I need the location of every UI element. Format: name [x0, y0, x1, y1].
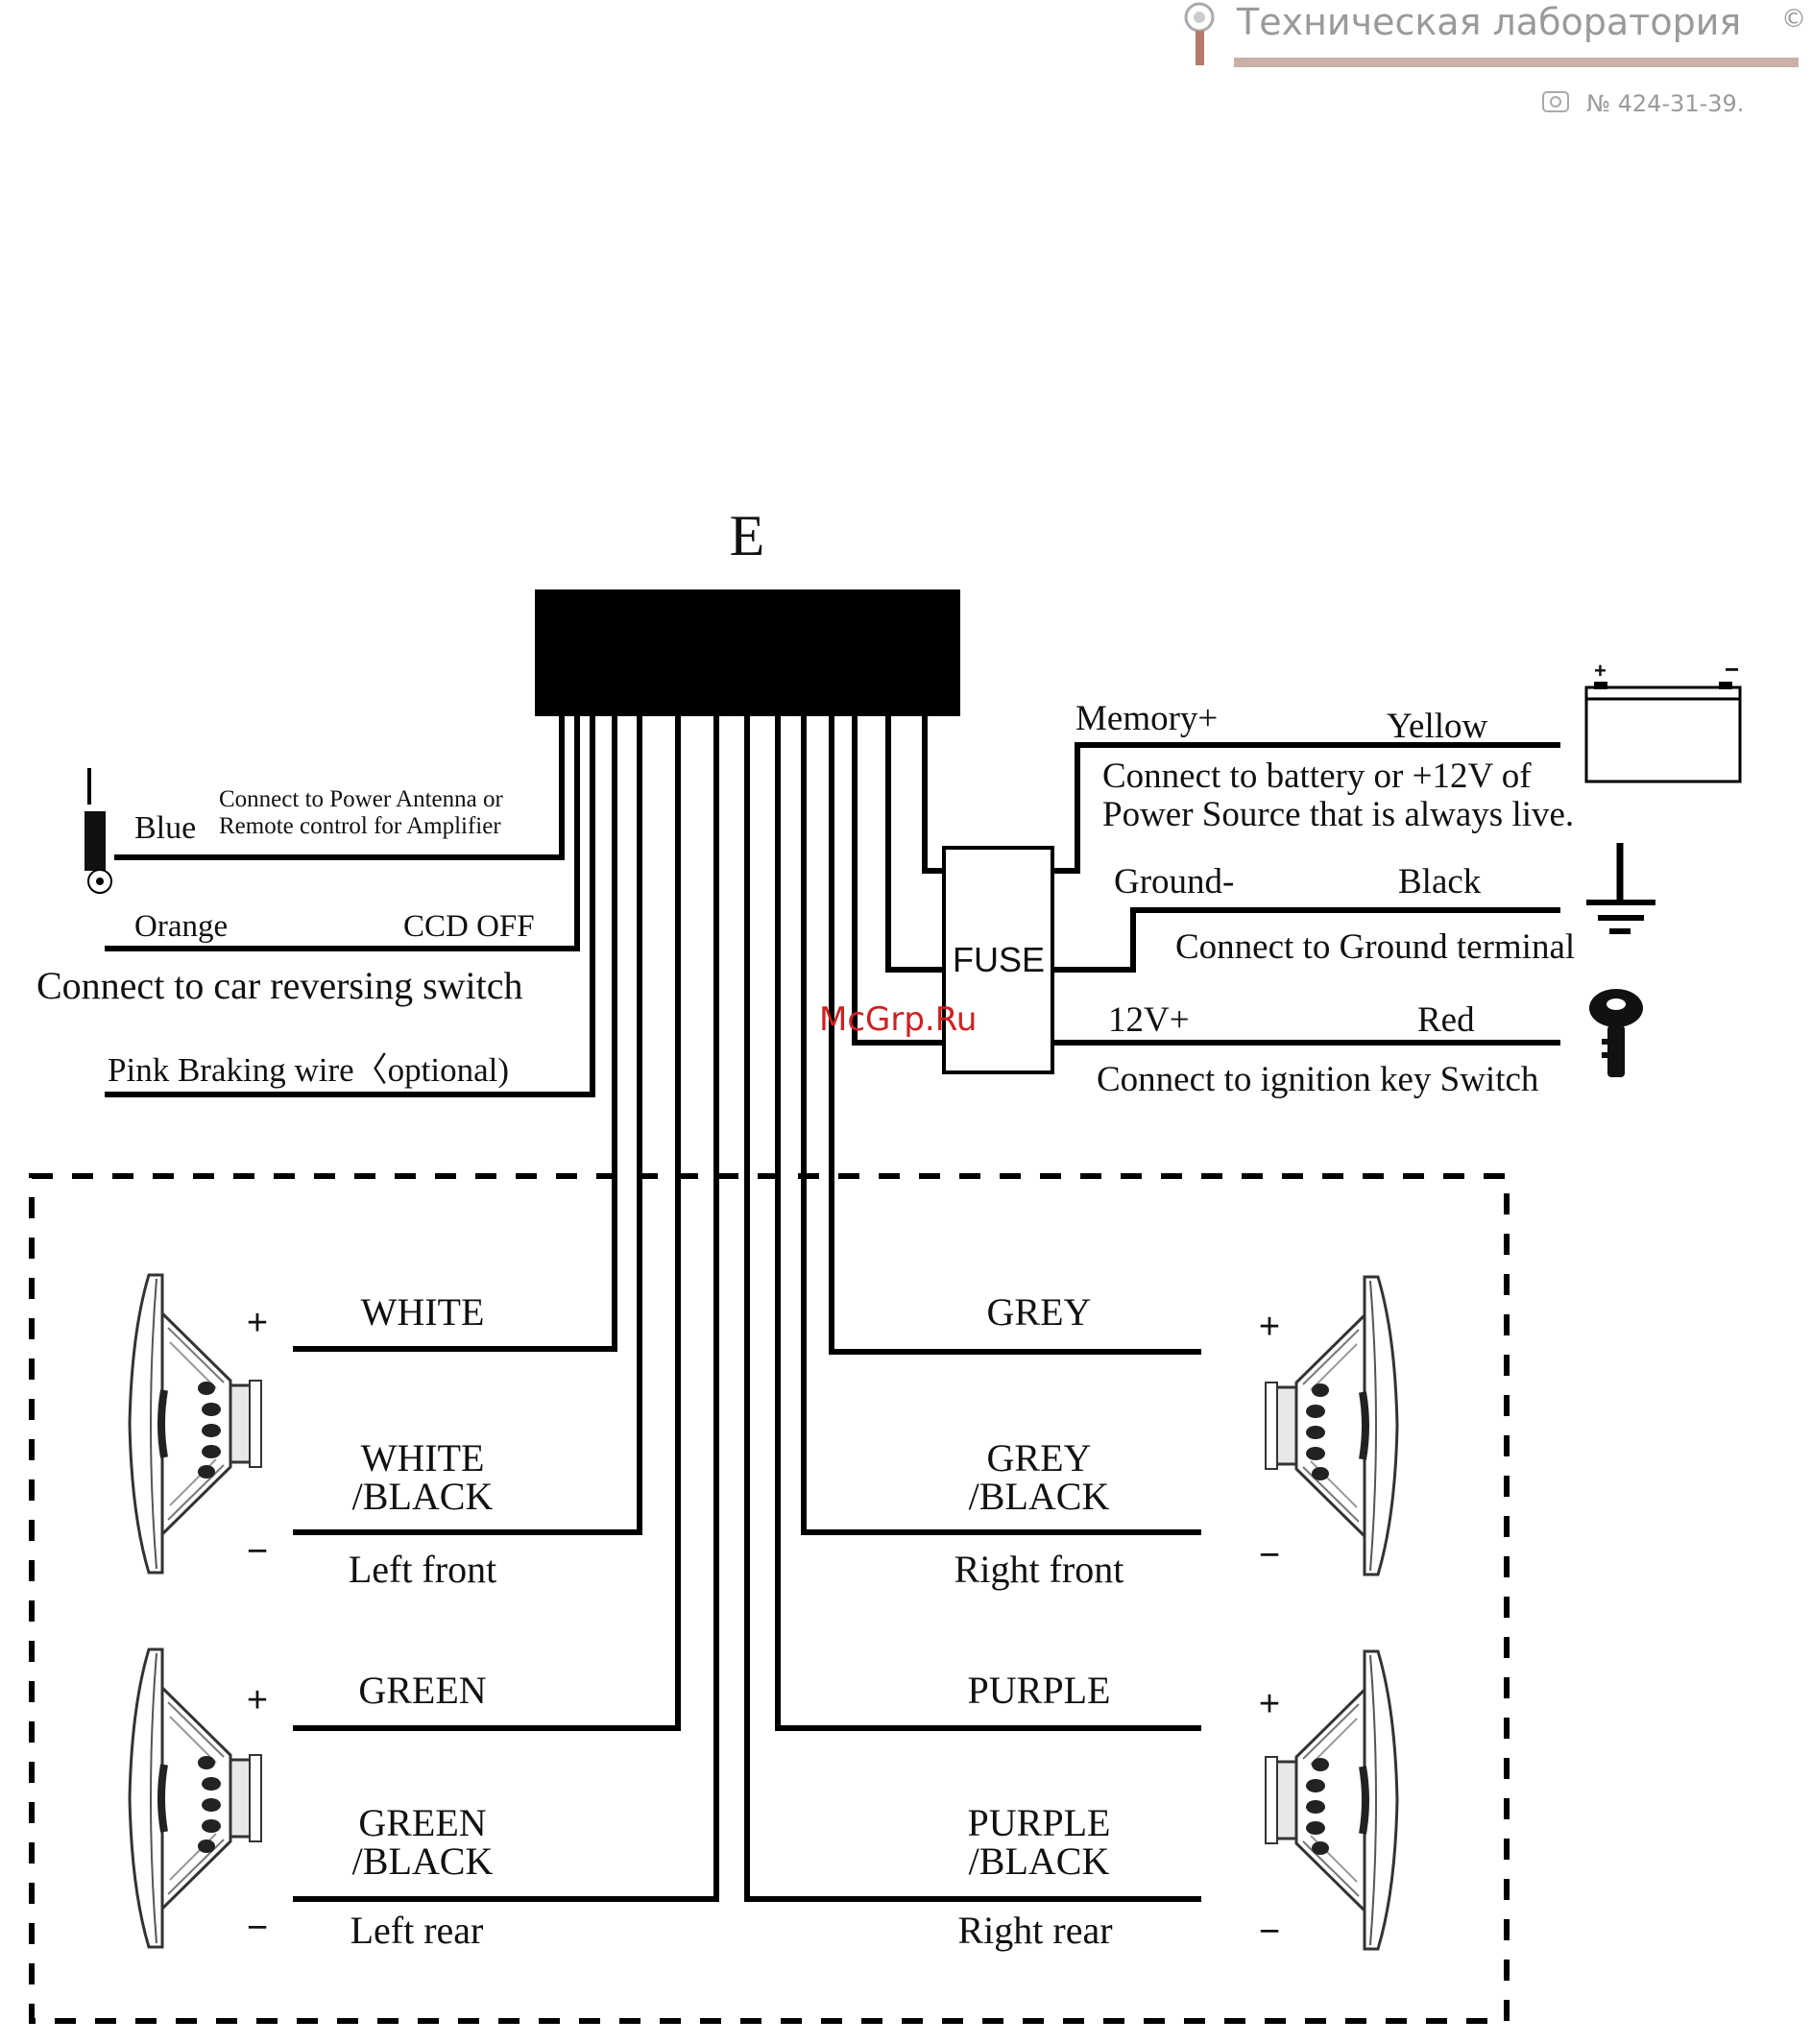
speaker-icon: [130, 1649, 261, 1947]
speaker-icon: [1266, 1651, 1397, 1949]
ground-icon: [1586, 843, 1655, 934]
memory-desc-line1: Connect to battery or +12V of: [1102, 757, 1532, 796]
left-front-minus-wire-1: WHITE: [361, 1436, 485, 1479]
right-front-minus: −: [1259, 1535, 1280, 1575]
antenna-icon: [85, 768, 112, 894]
right-rear-name: Right rear: [957, 1909, 1112, 1952]
wires: [105, 713, 1560, 1902]
left-rear-plus: +: [247, 1680, 268, 1720]
phone-icon: [1542, 91, 1569, 112]
wire-green: [293, 713, 681, 1731]
watermark-underline: [1234, 58, 1799, 67]
watermark-title: Техническая лаборатория: [1236, 1, 1741, 43]
wire-white: [293, 713, 617, 1352]
connector-block: [535, 589, 960, 716]
connector-label: E: [730, 504, 765, 567]
right-front-minus-wire-1: GREY: [987, 1436, 1092, 1479]
wire-blue: [114, 713, 565, 860]
fuse-label: FUSE: [953, 940, 1045, 979]
right-front-minus-wire-2: /BLACK: [969, 1475, 1110, 1518]
right-front-plus-wire: GREY: [987, 1290, 1092, 1334]
left-front-name: Left front: [349, 1548, 496, 1591]
watermark: Техническая лаборатория © № 424-31-39.: [1184, 1, 1806, 117]
left-rear-plus-wire: GREEN: [358, 1669, 486, 1712]
ignition-key-icon: [1589, 989, 1643, 1077]
orange-desc: Connect to car reversing switch: [36, 964, 523, 1007]
lamp-icon: [1184, 2, 1215, 65]
wire-white-black: [293, 713, 642, 1535]
left-rear-minus-wire-2: /BLACK: [352, 1840, 494, 1883]
memory-desc-line2: Power Source that is always live.: [1102, 795, 1574, 834]
ignition-color-label: Red: [1417, 1000, 1475, 1040]
battery-icon: + −: [1584, 655, 1742, 783]
right-front-plus: +: [1259, 1307, 1280, 1347]
wire-grey-black: [801, 713, 1201, 1535]
wire-purple-black: [744, 713, 1201, 1902]
speaker-area-border: [29, 1173, 1510, 2024]
memory-label: Memory+: [1075, 699, 1218, 738]
wire-pink: [105, 713, 595, 1097]
right-rear-minus-wire-2: /BLACK: [969, 1840, 1110, 1883]
wire-red: [852, 713, 1560, 1046]
watermark-copyright: ©: [1781, 5, 1806, 34]
wire-green-black: [293, 713, 719, 1902]
left-front-minus-wire-2: /BLACK: [352, 1475, 494, 1518]
orange-func-label: CCD OFF: [403, 909, 535, 944]
memory-color-label: Yellow: [1387, 707, 1487, 746]
pink-label: Pink Braking wire〈optional): [108, 1051, 509, 1089]
ground-label: Ground-: [1114, 862, 1234, 902]
battery-plus: +: [1594, 659, 1607, 683]
blue-desc-line2: Remote control for Amplifier: [219, 813, 501, 839]
right-rear-plus: +: [1259, 1684, 1280, 1724]
battery-minus: −: [1725, 655, 1739, 684]
speaker-icon: [130, 1275, 261, 1573]
right-front-name: Right front: [954, 1548, 1124, 1591]
wire-grey: [829, 713, 1201, 1355]
ground-desc: Connect to Ground terminal: [1175, 927, 1575, 967]
right-rear-minus: −: [1259, 1912, 1280, 1952]
left-front-plus-wire: WHITE: [361, 1290, 485, 1334]
orange-color-label: Orange: [134, 909, 228, 944]
blue-color-label: Blue: [134, 810, 196, 846]
right-rear-plus-wire: PURPLE: [968, 1669, 1111, 1712]
ignition-desc: Connect to ignition key Switch: [1097, 1060, 1539, 1099]
wire-purple: [775, 713, 1201, 1731]
watermark-phone: № 424-31-39.: [1586, 90, 1744, 117]
blue-desc-line1: Connect to Power Antenna or: [219, 786, 503, 812]
left-front-plus: +: [247, 1303, 268, 1343]
wire-orange: [105, 713, 580, 951]
center-watermark: McGrp.Ru: [819, 1000, 977, 1039]
ignition-label: 12V+: [1108, 1000, 1190, 1040]
right-rear-minus-wire-1: PURPLE: [968, 1801, 1111, 1844]
left-rear-name: Left rear: [350, 1909, 484, 1952]
left-rear-minus-wire-1: GREEN: [358, 1801, 486, 1844]
ground-color-label: Black: [1398, 862, 1482, 902]
fuse-box: [942, 846, 1054, 1074]
wire-black: [885, 713, 1560, 973]
speaker-icon: [1266, 1277, 1397, 1575]
wire-yellow: [922, 713, 1560, 874]
left-front-minus: −: [247, 1531, 268, 1572]
left-rear-minus: −: [247, 1908, 268, 1948]
